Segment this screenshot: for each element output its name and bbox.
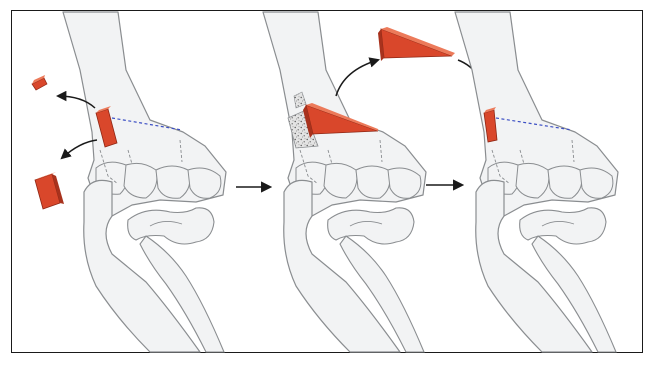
- curved-arrow: [62, 140, 97, 158]
- bone-illustration: [263, 12, 426, 352]
- curved-arrow: [336, 60, 378, 96]
- bone-illustration: [63, 12, 226, 352]
- bone-illustration: [455, 12, 618, 352]
